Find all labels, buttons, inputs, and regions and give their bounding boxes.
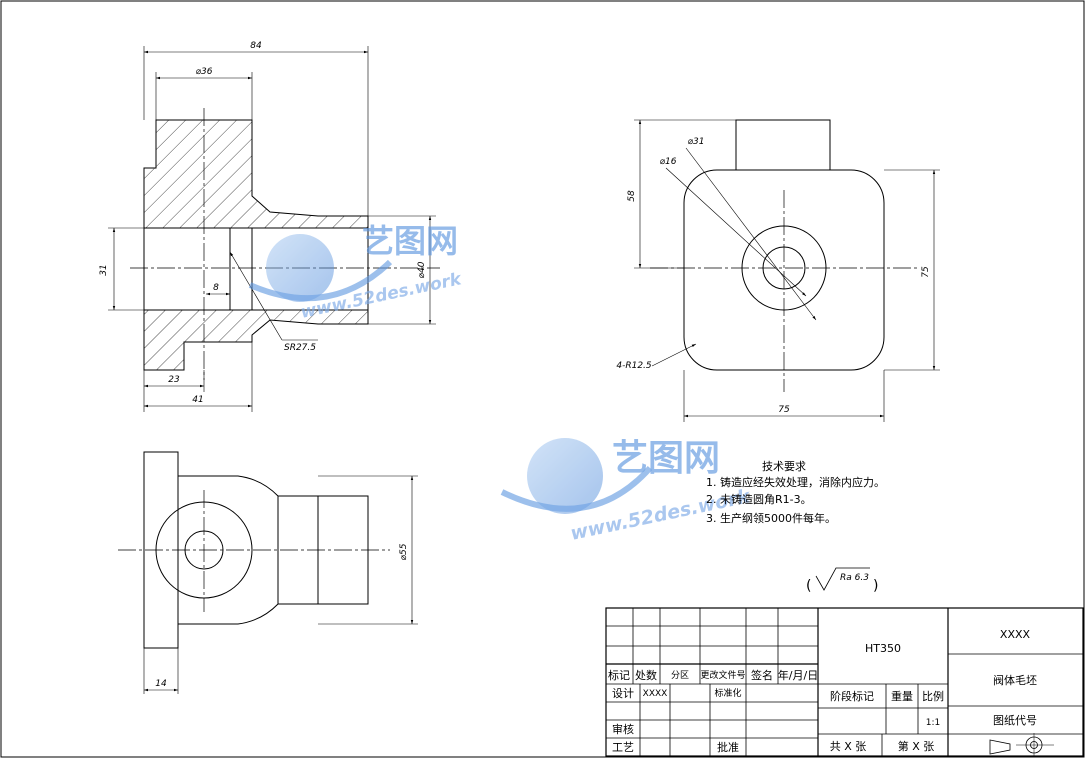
tb-stage: 阶段标记 bbox=[830, 689, 874, 703]
tb-drawing-no: 图纸代号 bbox=[993, 714, 1037, 727]
watermark-logo-2: 艺图网 www.52des.work bbox=[500, 438, 753, 545]
watermark-logo-1: 艺图网 www.52des.work bbox=[248, 222, 465, 323]
tb-count: 处数 bbox=[635, 669, 657, 682]
tb-designer: XXXX bbox=[643, 689, 668, 699]
tb-scale: 比例 bbox=[922, 689, 944, 703]
front-section-view bbox=[108, 46, 440, 412]
dim-14: 14 bbox=[155, 679, 167, 689]
tb-company: XXXX bbox=[1000, 628, 1031, 641]
dim-41: 41 bbox=[192, 395, 203, 405]
tb-scale-value: 1:1 bbox=[926, 718, 940, 728]
tb-material: HT350 bbox=[865, 642, 901, 655]
dim-d31: ⌀31 bbox=[688, 137, 705, 147]
tech-line-2: 2. 未铸造圆角R1-3。 bbox=[706, 492, 812, 506]
watermark-name-1: 艺图网 bbox=[362, 222, 458, 260]
tb-review: 审核 bbox=[612, 722, 634, 736]
title-block bbox=[605, 607, 1084, 757]
tb-total-sheets: 共 X 张 bbox=[830, 740, 867, 753]
dim-r125: 4-R12.5 bbox=[616, 361, 652, 371]
watermark-name-2: 艺图网 bbox=[612, 438, 720, 479]
side-view bbox=[634, 119, 940, 422]
tb-standard: 标准化 bbox=[714, 687, 741, 699]
tb-process: 工艺 bbox=[612, 741, 634, 754]
tb-zone: 分区 bbox=[671, 670, 689, 681]
dim-d40: ⌀40 bbox=[417, 261, 427, 278]
tb-sign: 签名 bbox=[751, 668, 773, 682]
tb-approve: 批准 bbox=[717, 740, 739, 754]
roughness-symbol bbox=[815, 567, 870, 591]
dim-84: 84 bbox=[250, 41, 262, 51]
dim-58: 58 bbox=[627, 190, 637, 202]
dim-31: 31 bbox=[99, 264, 109, 275]
dim-d36: ⌀36 bbox=[196, 67, 213, 77]
dim-sr: SR27.5 bbox=[284, 343, 316, 353]
dim-75-horizontal: 75 bbox=[778, 405, 790, 415]
roughness-open: ( bbox=[806, 578, 811, 594]
tb-sheet-number: 第 X 张 bbox=[898, 739, 935, 753]
tech-line-3: 3. 生产纲领5000件每年。 bbox=[706, 511, 836, 525]
roughness-close: ) bbox=[873, 578, 878, 594]
dim-d16: ⌀16 bbox=[660, 157, 677, 167]
dim-8: 8 bbox=[213, 283, 219, 293]
dim-d55: ⌀55 bbox=[399, 543, 409, 560]
tb-date: 年/月/日 bbox=[778, 668, 818, 682]
dim-75-vertical: 75 bbox=[921, 266, 931, 278]
roughness-value: Ra 6.3 bbox=[840, 573, 869, 583]
tb-weight: 重量 bbox=[891, 689, 913, 703]
tb-part-name: 阀体毛坯 bbox=[993, 673, 1037, 687]
top-view bbox=[118, 451, 418, 694]
tech-line-1: 1. 铸造应经失效处理，消除内应力。 bbox=[706, 475, 885, 489]
tb-mark: 标记 bbox=[608, 668, 630, 682]
tb-change-doc: 更改文件号 bbox=[700, 669, 745, 681]
dim-23: 23 bbox=[168, 375, 180, 385]
tb-design: 设计 bbox=[612, 687, 634, 700]
tech-title: 技术要求 bbox=[762, 460, 806, 473]
